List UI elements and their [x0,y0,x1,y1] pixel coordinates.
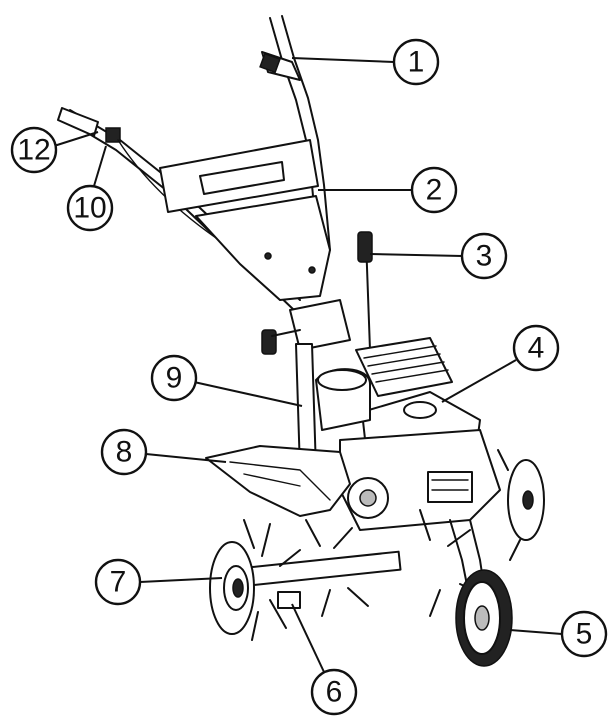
adjustment-lever [357,231,373,351]
callout-6: 6 [310,668,358,716]
callout-12: 12 [10,126,58,174]
callout-9: 9 [150,354,198,402]
callout-8: 8 [100,428,148,476]
engine-assembly [315,337,501,531]
callout-1-label: 1 [408,46,425,79]
callout-9-label: 9 [166,362,183,395]
callout-1: 1 [392,38,440,86]
callout-5: 5 [560,610,608,658]
handlebar-assembly [57,15,331,311]
callout-10-label: 10 [73,192,106,225]
callout-6-label: 6 [326,676,343,709]
transport-wheel [449,519,513,667]
callout-10: 10 [66,184,114,232]
callout-8-label: 8 [116,436,133,469]
callout-4-label: 4 [528,332,545,365]
callout-12-label: 12 [17,134,50,167]
frame-column [261,299,351,471]
callout-7: 7 [94,558,142,606]
callout-2-label: 2 [426,174,443,207]
callout-3: 3 [460,232,508,280]
tine-guard [205,445,351,517]
callout-4: 4 [512,324,560,372]
callout-5-label: 5 [576,618,593,651]
tine-assembly [209,449,545,641]
callout-3-label: 3 [476,240,493,273]
callout-7-label: 7 [110,566,127,599]
leader-lines [53,57,563,673]
callout-2: 2 [410,166,458,214]
